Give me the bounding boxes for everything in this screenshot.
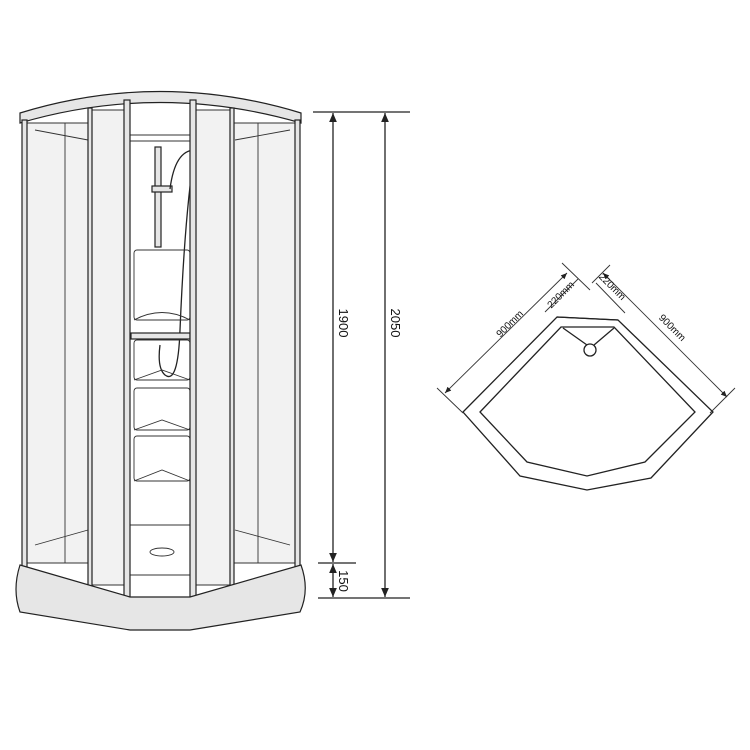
cabin-elevation	[15, 90, 306, 631]
plan-right-220-label: 220mm	[596, 272, 627, 303]
plan-left-220-label: 220mm	[546, 280, 577, 311]
plan-left-900-label: 900mm	[495, 309, 526, 340]
glass-panel-left-1	[26, 122, 91, 564]
glass-panel-right-1	[231, 122, 296, 564]
plan-drain	[583, 343, 597, 357]
tray-outline-outer	[462, 316, 714, 491]
corner-shelves	[130, 249, 191, 557]
height-dimensions: 1900 2050 150	[313, 111, 410, 599]
glass-panel-right-2	[191, 109, 233, 586]
glass-panel-left-2	[89, 109, 129, 586]
tray-outline-inner	[479, 326, 696, 477]
shower-tray	[15, 564, 306, 631]
drain	[149, 547, 175, 557]
tray-height-label: 150	[336, 570, 351, 592]
height-2050-label: 2050	[388, 309, 403, 338]
tray-plan-view: 900mm 220mm 220mm 900mm	[436, 262, 736, 491]
plan-right-900-label: 900mm	[656, 313, 687, 344]
cabin-roof	[19, 90, 302, 124]
height-1900-label: 1900	[336, 309, 351, 338]
